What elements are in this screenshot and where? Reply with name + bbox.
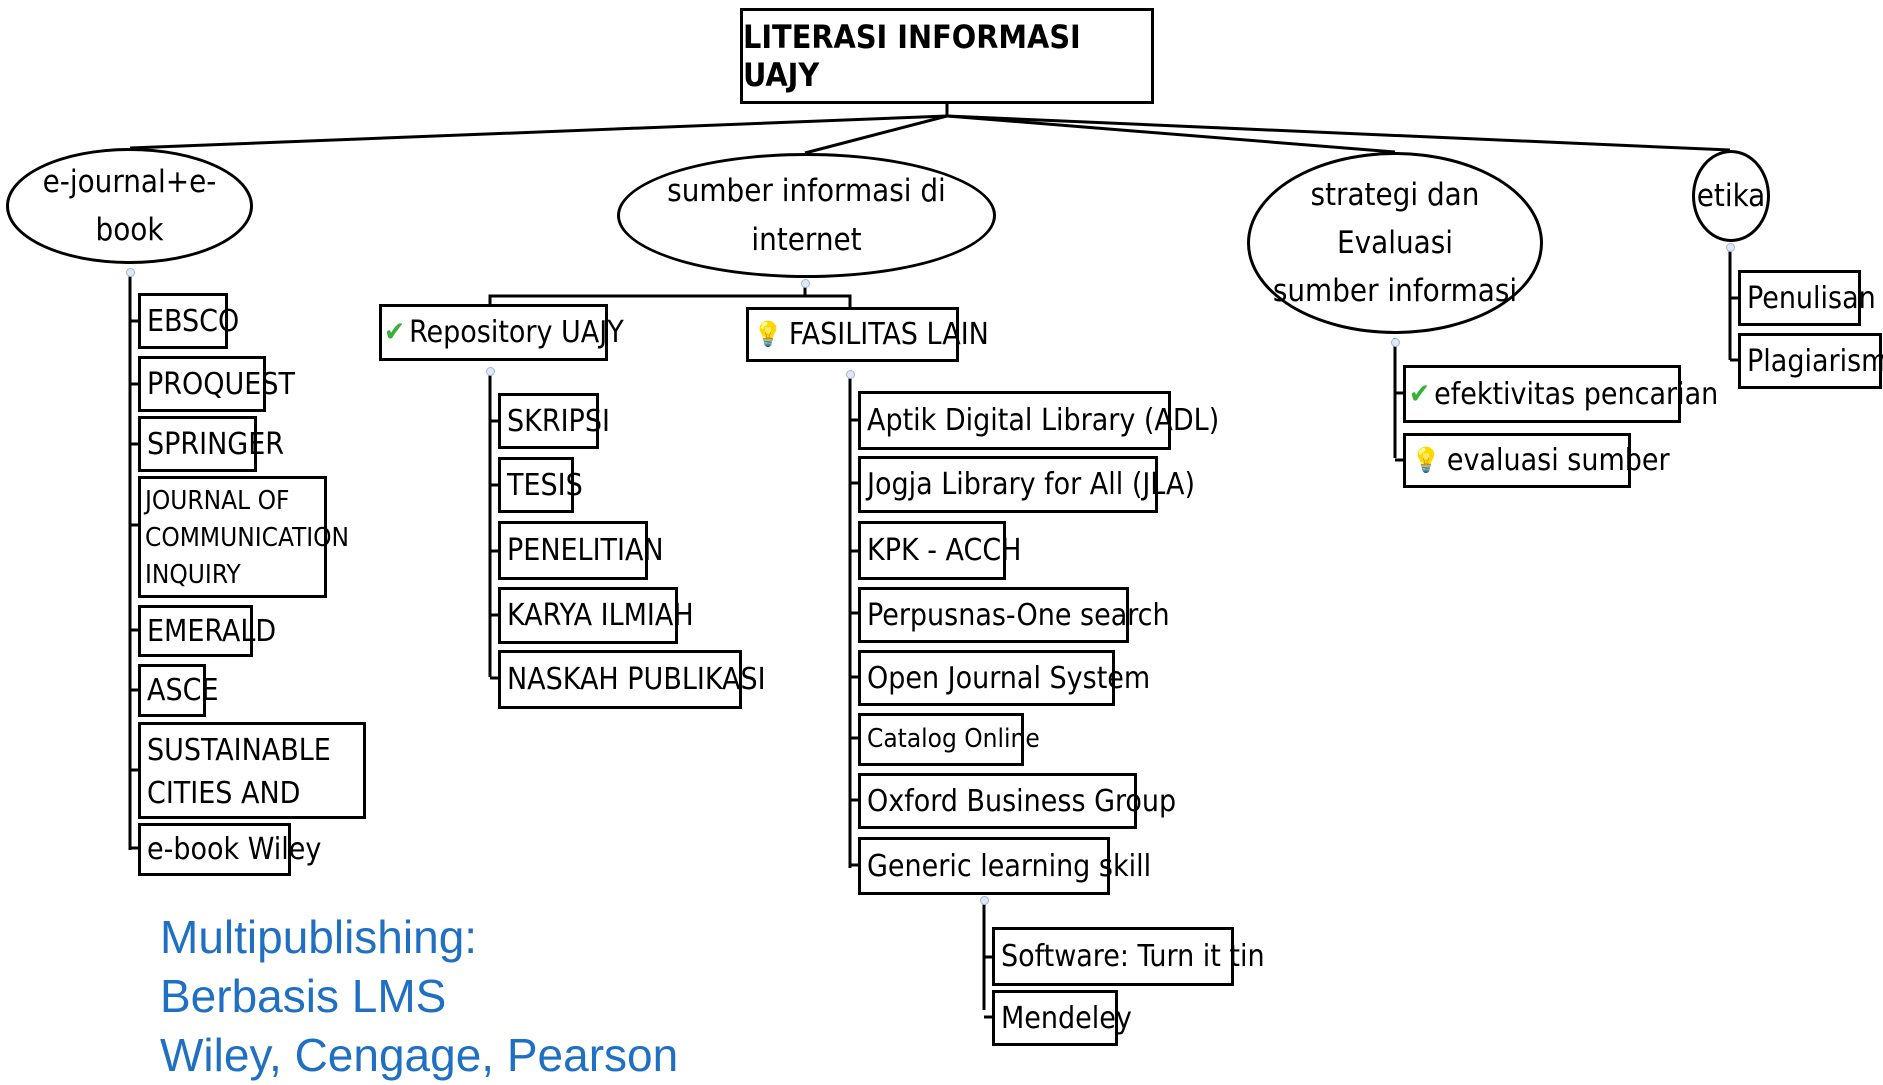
node-sustainable-cities[interactable]: SUSTAINABLE CITIES AND SOCIETY: [138, 722, 366, 854]
node-asce[interactable]: ASCE: [138, 664, 219, 717]
node-label: Generic learning skill: [867, 848, 1152, 884]
collapse-handle-icon[interactable]: [980, 896, 989, 905]
collapse-handle-icon[interactable]: [1391, 338, 1400, 347]
topic-ejournal[interactable]: e-journal+e-book: [6, 148, 253, 264]
node-label: SPRINGER: [147, 426, 285, 462]
node-label: PENELITIAN: [507, 533, 664, 568]
collapse-handle-icon[interactable]: [801, 279, 810, 288]
node-journal-of-communication-inquiry[interactable]: JOURNAL OF COMMUNICATION INQUIRY: [138, 476, 349, 598]
collapse-handle-icon[interactable]: [486, 367, 495, 376]
node-label: Open Journal System: [867, 660, 1151, 696]
topic-strategi-label-line2: sumber informasi: [1272, 273, 1518, 310]
node-naskah-publikasi[interactable]: NASKAH PUBLIKASI: [498, 650, 766, 709]
node-label: Aptik Digital Library (ADL): [867, 403, 1220, 438]
node-adl[interactable]: Aptik Digital Library (ADL): [858, 391, 1219, 450]
node-evaluasi-sumber[interactable]: 💡 evaluasi sumber: [1403, 433, 1670, 488]
collapse-handle-icon[interactable]: [126, 268, 135, 277]
root-topic-label: LITERASI INFORMASI UAJY: [743, 18, 1081, 94]
node-karya-ilmiah[interactable]: KARYA ILMIAH: [498, 587, 694, 644]
connector-lines: [128, 104, 1738, 1019]
node-tesis[interactable]: TESIS: [498, 457, 583, 513]
node-turnitin[interactable]: Software: Turn it tin: [992, 927, 1265, 986]
node-label: Mendeley: [1001, 1000, 1132, 1036]
node-label: ASCE: [147, 673, 219, 708]
node-catalog-online[interactable]: Catalog Online: [858, 713, 1040, 766]
topic-internet-label: sumber informasi di internet: [667, 173, 946, 258]
check-icon: ✔: [1409, 376, 1431, 410]
node-label: TESIS: [507, 467, 583, 503]
note-line-2: Berbasis LMS: [160, 970, 447, 1022]
node-label: FASILITAS LAIN: [788, 317, 989, 352]
node-generic-learning-skill[interactable]: Generic learning skill: [858, 837, 1151, 895]
node-label: EMERALD: [147, 613, 277, 649]
node-label: SKRIPSI: [507, 403, 610, 439]
node-label: evaluasi sumber: [1446, 443, 1670, 478]
node-proquest[interactable]: PROQUEST: [138, 356, 295, 412]
topic-etika-label: etika: [1696, 177, 1766, 214]
node-ebook-wiley[interactable]: e-book Wiley: [138, 823, 321, 876]
node-mendeley[interactable]: Mendeley: [992, 990, 1132, 1046]
node-label: KARYA ILMIAH: [507, 598, 694, 633]
node-ojs[interactable]: Open Journal System: [858, 650, 1150, 706]
node-efektivitas-pencarian[interactable]: ✔ efektivitas pencarian: [1403, 365, 1718, 423]
node-label: KPK - ACCH: [867, 533, 1022, 568]
node-jla[interactable]: Jogja Library for All (JLA): [858, 456, 1195, 513]
node-label: Catalog Online: [867, 724, 1040, 755]
node-emerald[interactable]: EMERALD: [138, 605, 276, 657]
node-fasilitas-lain[interactable]: 💡 FASILITAS LAIN: [746, 307, 989, 362]
node-ebsco[interactable]: EBSCO: [138, 293, 239, 349]
node-penelitian[interactable]: PENELITIAN: [498, 521, 664, 580]
node-perpusnas[interactable]: Perpusnas-One search: [858, 587, 1170, 643]
node-label: Jogja Library for All (JLA): [867, 467, 1196, 502]
root-topic[interactable]: LITERASI INFORMASI UAJY: [740, 8, 1154, 104]
node-label: e-book Wiley: [147, 832, 322, 867]
node-repository-uajy[interactable]: ✔ Repository UAJY: [379, 304, 624, 361]
topic-etika[interactable]: etika: [1692, 150, 1770, 242]
node-label: JOURNAL OF COMMUNICATION INQUIRY: [145, 486, 350, 590]
node-label: Plagiarisme: [1747, 343, 1883, 379]
node-label: efektivitas pencarian: [1434, 376, 1719, 412]
check-icon: ✔: [384, 315, 406, 349]
note-line-1: Multipublishing:: [160, 911, 478, 963]
node-springer[interactable]: SPRINGER: [138, 416, 284, 472]
node-plagiarisme[interactable]: Plagiarisme: [1738, 333, 1883, 389]
node-label: PROQUEST: [147, 366, 295, 402]
topic-strategi-label-line1: strategi dan Evaluasi: [1310, 176, 1480, 261]
node-skripsi[interactable]: SKRIPSI: [498, 393, 610, 449]
node-label: Penulisan: [1747, 280, 1876, 316]
topic-strategi[interactable]: strategi dan Evaluasi sumber informasi: [1247, 152, 1543, 334]
node-oxford[interactable]: Oxford Business Group: [858, 773, 1176, 829]
node-label: EBSCO: [147, 303, 240, 339]
node-label: Perpusnas-One search: [867, 597, 1170, 633]
node-label: Repository UAJY: [409, 315, 624, 350]
node-label: NASKAH PUBLIKASI: [507, 662, 766, 697]
node-label: Software: Turn it tin: [1001, 939, 1265, 974]
collapse-handle-icon[interactable]: [1726, 243, 1735, 252]
topic-ejournal-label: e-journal+e-book: [42, 163, 217, 248]
lightbulb-icon: 💡: [753, 320, 783, 349]
multipublishing-note: Multipublishing: Berbasis LMS Wiley, Cen…: [160, 908, 678, 1085]
lightbulb-icon: 💡: [1411, 446, 1441, 475]
node-penulisan[interactable]: Penulisan: [1738, 270, 1876, 326]
collapse-handle-icon[interactable]: [846, 370, 855, 379]
node-label: Oxford Business Group: [867, 783, 1177, 819]
topic-internet[interactable]: sumber informasi di internet: [617, 153, 996, 278]
node-kpk-acch[interactable]: KPK - ACCH: [858, 521, 1021, 580]
note-line-3: Wiley, Cengage, Pearson: [160, 1029, 679, 1081]
